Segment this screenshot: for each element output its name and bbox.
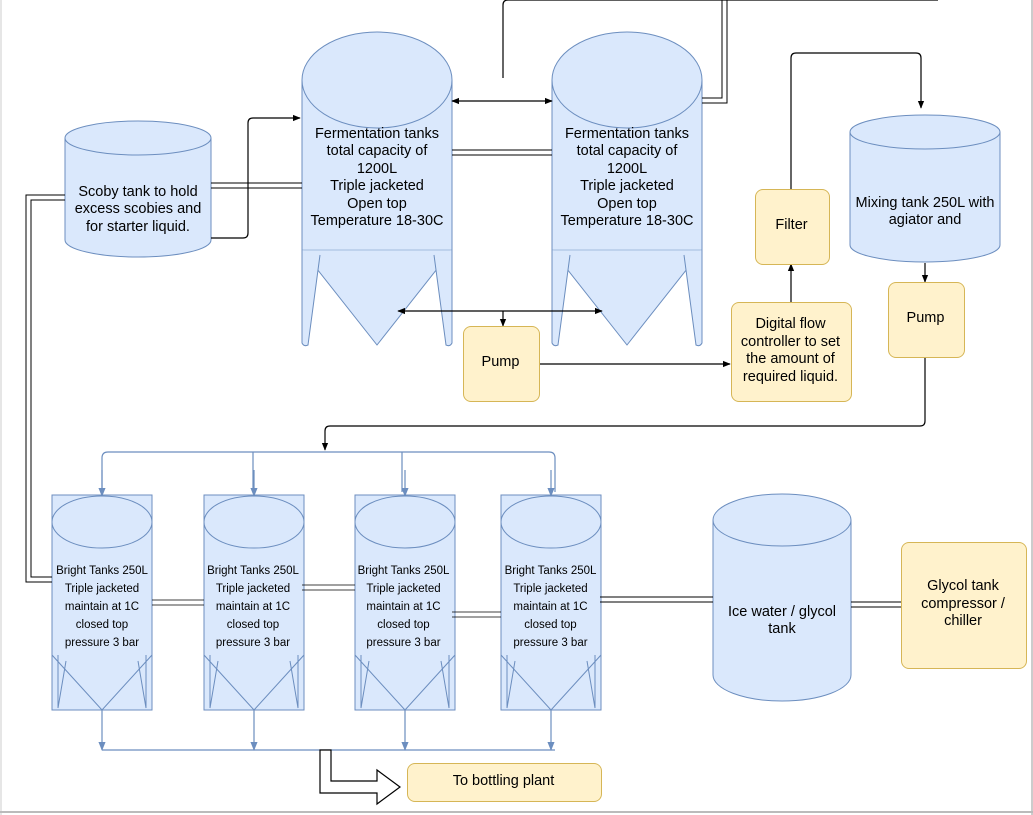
bottling-label: To bottling plant: [452, 772, 555, 789]
fermentation-tank-2-label: Fermentation tanks total capacity of 120…: [560, 125, 694, 230]
mixing-tank-label: Mixing tank 250L with agiator and: [855, 194, 995, 229]
filter-box: [755, 189, 830, 265]
glycol-chiller-box: [901, 542, 1027, 669]
fermentation-tank-2: [551, 31, 703, 347]
bright-tanks-group: [51, 494, 602, 711]
double-pipes: [25, 0, 901, 618]
distribution-lines: [98, 451, 556, 751]
bright-tank-1: [51, 494, 153, 711]
flow-controller-box: [731, 302, 852, 402]
ice-water-tank-label: Ice water / glycol tank: [728, 603, 836, 638]
glycol-chiller-label: Glycol tank compressor / chiller: [921, 578, 1005, 630]
mixing-tank: [849, 114, 1001, 263]
pump-1-label: Pump: [481, 354, 520, 371]
filter-label: Filter: [775, 217, 808, 234]
bright-tank-4-label: Bright Tanks 250L Triple jacketed mainta…: [504, 565, 597, 649]
pump-1-box: [463, 326, 540, 402]
bright-tank-4: [500, 494, 602, 711]
pump-2-box: [888, 282, 965, 358]
bright-tank-2-label: Bright Tanks 250L Triple jacketed mainta…: [207, 565, 299, 649]
bright-tank-3: [354, 494, 456, 711]
pump-2-label: Pump: [906, 310, 945, 327]
bottling-flow-arrow: [319, 749, 402, 806]
bright-tank-1-label: Bright Tanks 250L Triple jacketed mainta…: [56, 565, 148, 649]
scoby-tank: [64, 120, 212, 258]
ice-water-tank: [712, 493, 852, 702]
fermentation-tank-1: [301, 31, 453, 347]
bottling-box: [407, 763, 602, 802]
flow-arrows: [211, 0, 938, 451]
bright-tank-2: [203, 494, 305, 711]
fermentation-tank-1-label: Fermentation tanks total capacity of 120…: [310, 125, 444, 230]
scoby-tank-label: Scoby tank to hold excess scobies and fo…: [74, 183, 202, 235]
flow-controller-label: Digital flow controller to set the amoun…: [740, 316, 841, 385]
bright-tank-3-label: Bright Tanks 250L Triple jacketed mainta…: [357, 565, 450, 649]
